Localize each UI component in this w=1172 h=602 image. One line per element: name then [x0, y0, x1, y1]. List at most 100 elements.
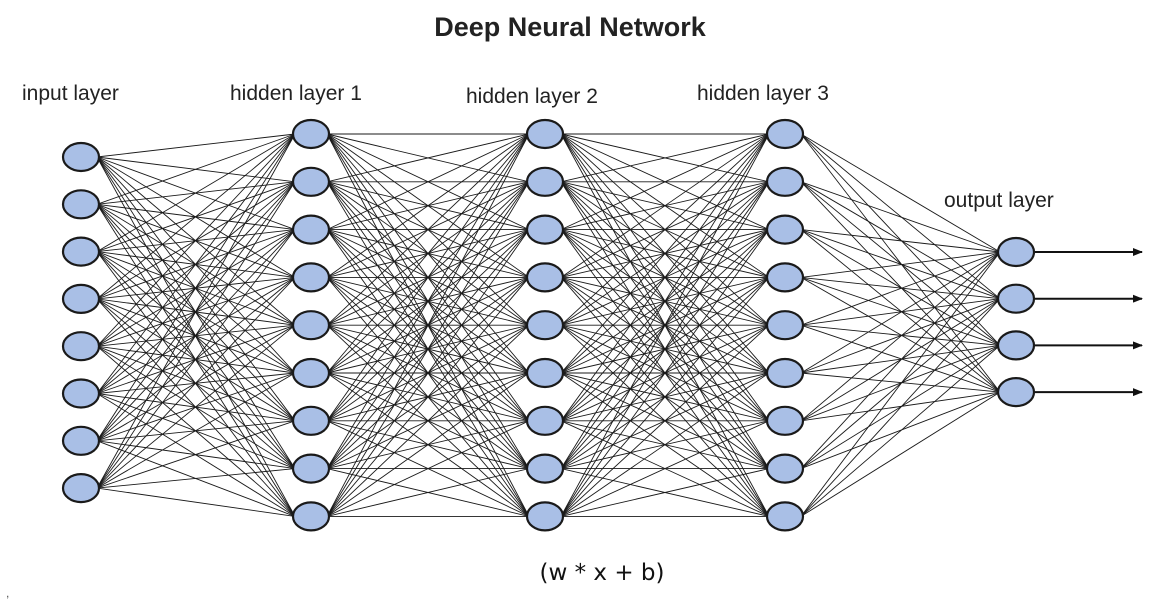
connection-line	[96, 133, 296, 394]
hidden-3-neuron	[765, 166, 805, 197]
connection-line	[96, 133, 296, 158]
input-neuron	[61, 283, 101, 314]
connection-line	[96, 372, 296, 489]
output-neuron	[996, 236, 1036, 268]
connection-line	[326, 133, 530, 374]
connection-line	[326, 468, 530, 517]
hidden-1-neuron	[291, 118, 331, 150]
hidden-1-neuron	[291, 357, 331, 389]
hidden-3-neuron	[765, 501, 805, 532]
connection-line	[326, 133, 530, 326]
neurons	[61, 118, 1036, 532]
connection-line	[96, 133, 296, 252]
input-neuron	[61, 378, 101, 409]
output-neuron	[996, 330, 1036, 361]
hidden-3-neuron	[765, 453, 805, 484]
connection-line	[96, 277, 296, 489]
connection-line	[560, 133, 770, 469]
connection-line	[800, 181, 1001, 253]
input-neuron	[61, 425, 101, 456]
hidden-3-neuron	[765, 214, 805, 245]
connection-line	[800, 251, 1001, 278]
layer-label-hidden-1: hidden layer 1	[230, 82, 362, 105]
hidden-2-neuron	[525, 501, 565, 532]
connection-line	[560, 277, 770, 517]
connection-line	[800, 133, 1001, 253]
connection-line	[560, 468, 770, 517]
connection-line	[560, 229, 770, 517]
hidden-3-neuron	[765, 118, 805, 150]
hidden-2-neuron	[525, 357, 565, 389]
hidden-3-neuron	[765, 405, 805, 436]
hidden-1-neuron	[291, 214, 331, 245]
output-arrows	[1034, 248, 1143, 397]
connection-line	[800, 251, 1001, 517]
connection-line	[800, 344, 1001, 374]
connection-line	[560, 133, 770, 278]
connection-line	[326, 133, 530, 517]
connection-line	[800, 133, 1001, 300]
connection-line	[326, 229, 530, 517]
hidden-1-neuron	[291, 166, 331, 197]
connection-line	[326, 133, 530, 469]
connection-line	[800, 298, 1001, 326]
connection-line	[800, 229, 1001, 300]
connection-line	[800, 181, 1001, 393]
hidden-2-neuron	[525, 310, 565, 341]
connection-line	[326, 324, 530, 517]
connection-line	[96, 133, 296, 489]
connection-line	[800, 229, 1001, 346]
connection-line	[560, 420, 770, 517]
connection-line	[96, 324, 296, 489]
connection-line	[326, 372, 530, 517]
connection-line	[800, 276, 1001, 300]
hidden-2-neuron	[525, 166, 565, 197]
connection-line	[800, 391, 1001, 517]
connection-line	[800, 324, 1001, 346]
connection-line	[96, 133, 296, 300]
input-neuron	[61, 189, 101, 220]
layer-label-hidden-3: hidden layer 3	[697, 82, 829, 105]
output-neuron	[996, 377, 1036, 408]
connection-line	[800, 251, 1001, 422]
connection-line	[800, 181, 1001, 346]
connection-line	[96, 133, 296, 347]
connection-line	[800, 251, 1001, 326]
connection-line	[800, 298, 1001, 517]
connection-line	[560, 133, 770, 326]
connection-line	[800, 229, 1001, 253]
hidden-2-neuron	[525, 118, 565, 150]
connections	[96, 133, 1001, 517]
connection-line	[560, 133, 770, 422]
connection-line	[560, 133, 770, 374]
connection-line	[560, 133, 770, 231]
connection-line	[800, 181, 1001, 300]
connection-line	[96, 181, 296, 489]
connection-line	[326, 277, 530, 517]
connection-line	[800, 251, 1001, 374]
input-neuron	[61, 473, 101, 504]
hidden-1-neuron	[291, 453, 331, 484]
hidden-3-neuron	[765, 310, 805, 341]
connection-line	[96, 229, 296, 489]
connection-line	[96, 133, 296, 205]
connection-line	[800, 345, 1001, 517]
connection-line	[326, 133, 530, 231]
formula-text: (w * x + b)	[539, 560, 665, 586]
connection-line	[800, 372, 1001, 393]
input-neuron	[61, 331, 101, 362]
connection-line	[326, 420, 530, 517]
connection-line	[326, 181, 530, 517]
connection-line	[96, 133, 296, 442]
hidden-2-neuron	[525, 405, 565, 436]
connection-line	[800, 276, 1001, 346]
connection-line	[326, 133, 530, 183]
connection-line	[800, 133, 1001, 346]
connection-line	[96, 420, 296, 489]
hidden-2-neuron	[525, 214, 565, 245]
input-neuron	[61, 236, 101, 267]
hidden-1-neuron	[291, 310, 331, 341]
hidden-2-neuron	[525, 453, 565, 484]
layer-label-input: input layer	[22, 82, 119, 105]
